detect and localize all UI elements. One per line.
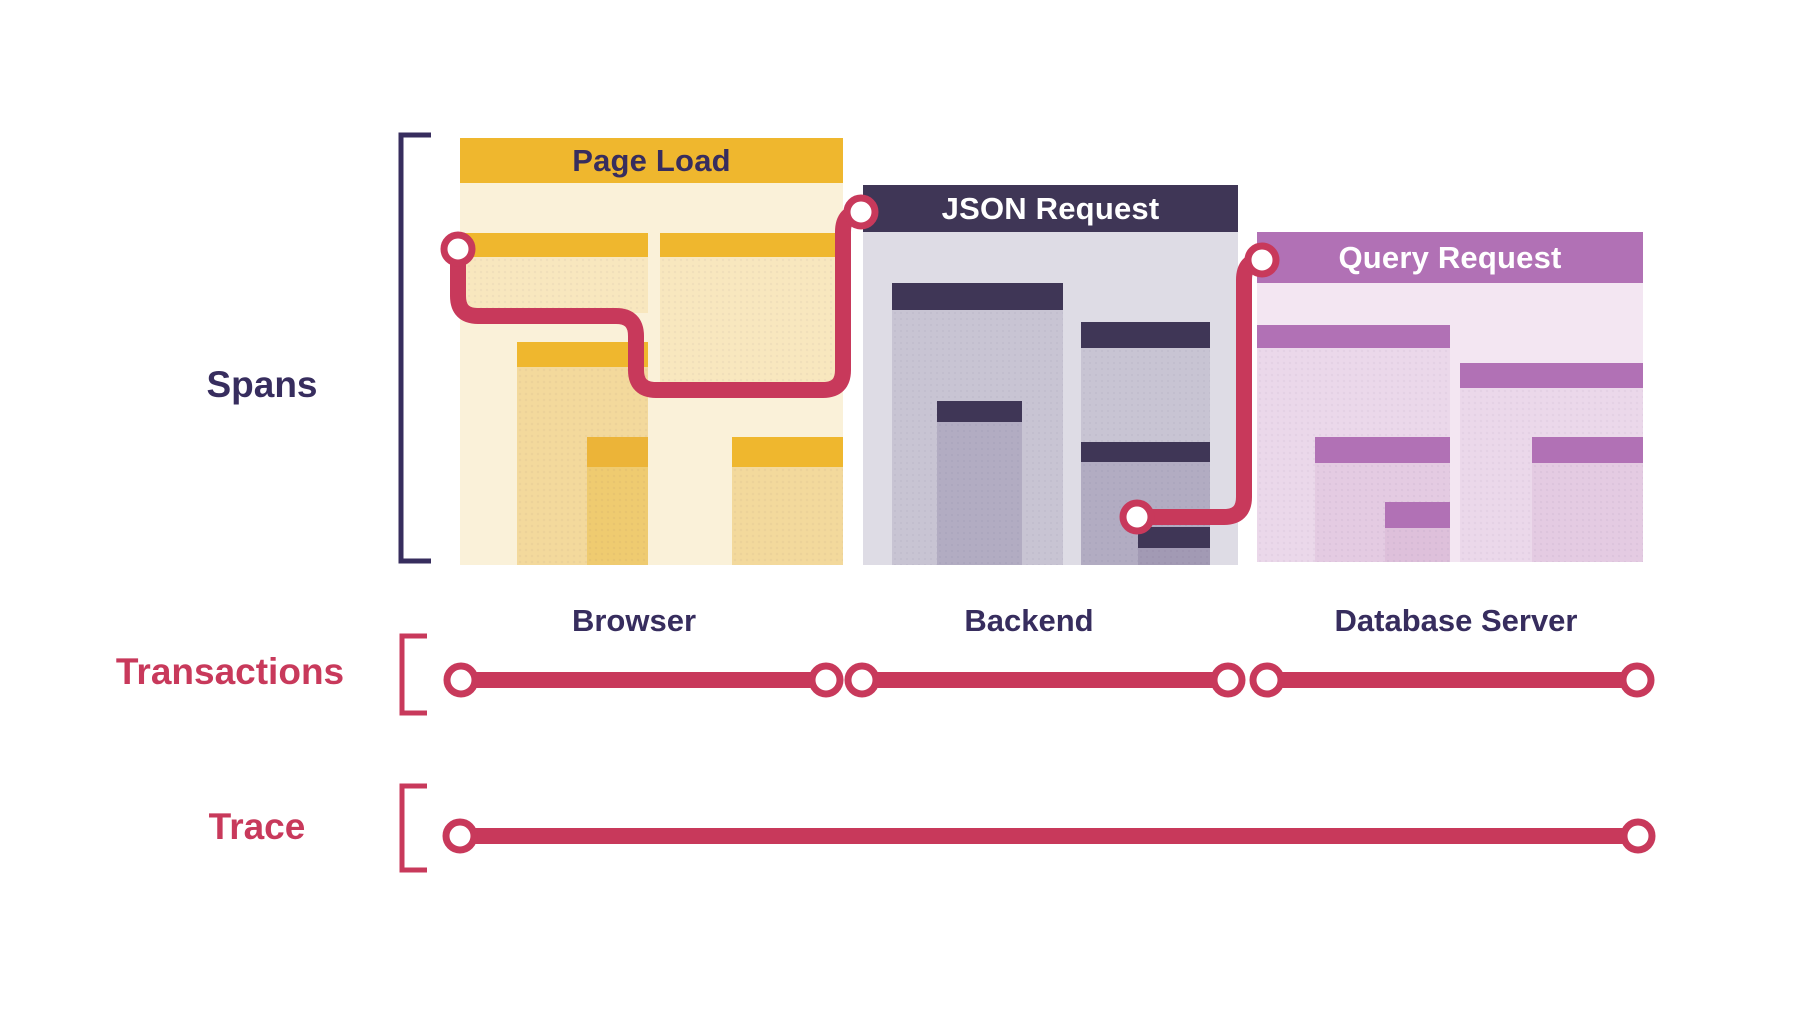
span-block xyxy=(1385,502,1450,562)
transactions-bracket xyxy=(399,633,427,716)
json-request-panel: JSON Request xyxy=(863,185,1238,565)
spans-bracket xyxy=(398,132,431,564)
trace-node xyxy=(1244,242,1280,278)
span-block xyxy=(732,437,843,565)
span-block xyxy=(937,401,1022,565)
trace-path-pageload-to-json xyxy=(450,204,862,398)
trace-label: Trace xyxy=(208,806,306,847)
page-load-title: Page Load xyxy=(572,142,731,178)
trace-bracket xyxy=(399,783,427,873)
span-block xyxy=(460,233,648,313)
backend-label: Backend xyxy=(964,603,1094,638)
query-request-header: Query Request xyxy=(1257,232,1643,283)
span-block xyxy=(660,233,843,383)
transactions-label: Transactions xyxy=(115,651,345,692)
json-request-header: JSON Request xyxy=(863,185,1238,232)
page-load-header: Page Load xyxy=(460,138,843,183)
transaction-node xyxy=(1619,662,1655,698)
transaction-node xyxy=(1210,662,1246,698)
trace-endpoint-node xyxy=(1620,818,1656,854)
query-request-title: Query Request xyxy=(1338,239,1562,275)
transaction-node xyxy=(844,662,880,698)
database-server-label: Database Server xyxy=(1334,603,1578,638)
transaction-node xyxy=(1249,662,1285,698)
trace-node xyxy=(843,194,879,230)
trace-path-json-to-query xyxy=(1137,252,1263,525)
span-block xyxy=(1081,322,1210,442)
transaction-node xyxy=(808,662,844,698)
json-request-title: JSON Request xyxy=(941,190,1160,226)
transaction-node xyxy=(443,662,479,698)
span-block xyxy=(587,437,648,565)
trace-node xyxy=(1119,499,1155,535)
trace-node xyxy=(440,231,476,267)
span-block xyxy=(1532,437,1643,562)
query-request-panel: Query Request xyxy=(1257,232,1643,562)
spans-label: Spans xyxy=(206,364,318,405)
page-load-panel: Page Load xyxy=(460,138,843,565)
span-block xyxy=(1138,527,1210,565)
browser-label: Browser xyxy=(571,603,697,638)
trace-endpoint-node xyxy=(442,818,478,854)
